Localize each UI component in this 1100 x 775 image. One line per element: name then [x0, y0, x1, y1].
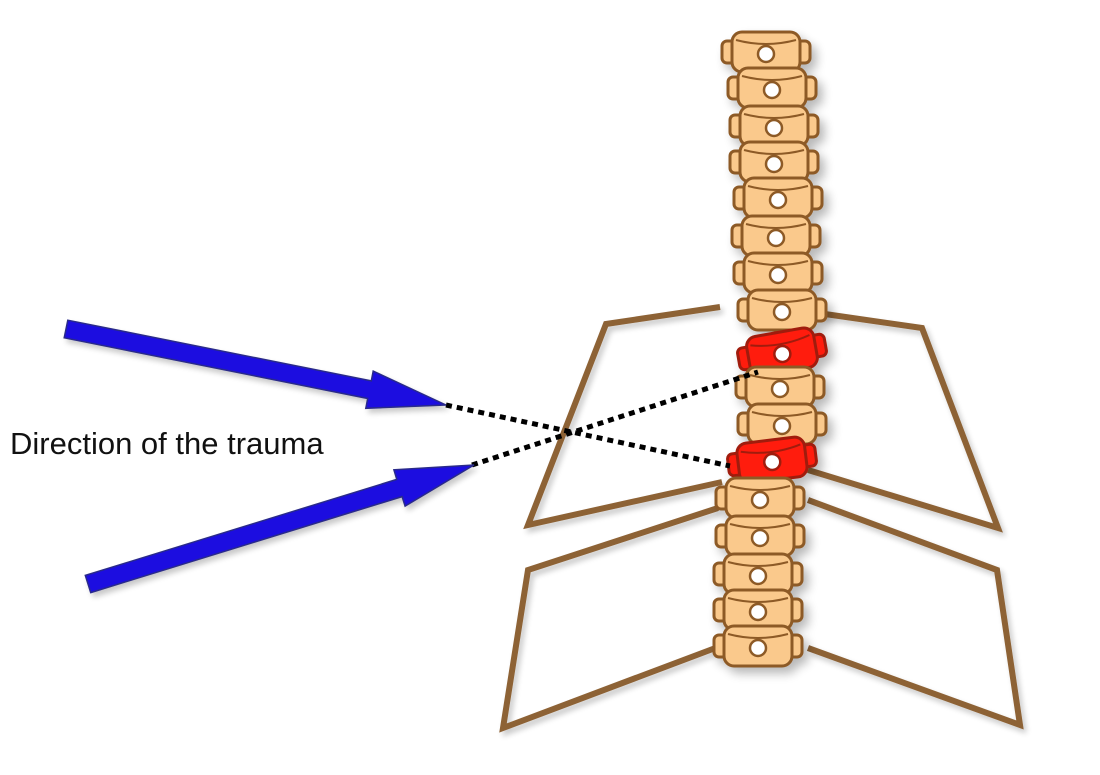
vertebra — [736, 288, 828, 332]
spinal-canal-hole — [750, 490, 770, 510]
lower-left-rib — [499, 505, 728, 733]
upper-trauma-arrow blue-arrow-icon — [63, 319, 447, 410]
vertebra-rim — [729, 485, 791, 491]
vertebra — [730, 214, 822, 258]
vertebra — [712, 552, 804, 596]
vertebra-rim — [749, 374, 811, 380]
vertebra — [714, 476, 806, 520]
upper-trajectory-line — [445, 402, 731, 469]
vertebra-rim — [735, 39, 797, 45]
vertebra-rim — [729, 523, 791, 529]
spinal-canal-hole — [756, 44, 776, 64]
vertebra — [728, 140, 820, 184]
spinal-canal-hole — [766, 228, 786, 248]
spinal-canal-hole — [748, 638, 768, 658]
vertebra — [732, 176, 824, 220]
vertebra-rim — [741, 75, 803, 81]
injured-vertebra — [736, 326, 828, 378]
spinal-canal-hole — [772, 416, 792, 436]
vertebra-rim — [751, 297, 813, 303]
vertebra-rim — [750, 334, 810, 347]
upper-right-rib — [807, 310, 1003, 533]
vertebra-rim — [743, 113, 805, 119]
upper-left-rib — [523, 304, 723, 530]
vertebra — [736, 402, 828, 446]
spinal-canal-hole — [770, 379, 790, 399]
trauma-arrows — [63, 319, 475, 594]
spinal-column — [712, 30, 828, 668]
rib-cage — [499, 304, 1024, 733]
vertebra — [732, 251, 824, 295]
vertebra-rim — [727, 633, 789, 639]
lower-right-rib — [806, 497, 1024, 730]
vertebra — [712, 588, 804, 632]
vertebra-rim — [747, 185, 809, 191]
vertebra-rim — [745, 223, 807, 229]
vertebra-rim — [743, 149, 805, 155]
vertebra — [728, 104, 820, 148]
lower-trauma-arrow blue-arrow-icon — [84, 464, 475, 594]
trauma-direction-label: Direction of the trauma — [10, 426, 324, 461]
spinal-canal-hole — [750, 528, 770, 548]
injured-vertebra — [726, 435, 818, 485]
spinal-canal-hole — [768, 190, 788, 210]
spinal-canal-hole — [748, 566, 768, 586]
vertebra — [734, 365, 826, 409]
vertebra-rim — [751, 411, 813, 417]
spinal-canal-hole — [764, 118, 784, 138]
trauma-trajectories — [445, 369, 759, 469]
spinal-canal-hole — [748, 602, 768, 622]
vertebra — [726, 66, 818, 110]
vertebra — [714, 514, 806, 558]
vertebra — [720, 30, 812, 74]
vertebra-rim — [747, 260, 809, 266]
spinal-canal-hole — [762, 452, 782, 472]
spinal-canal-hole — [764, 154, 784, 174]
vertebra — [712, 624, 804, 668]
spinal-canal-hole — [768, 265, 788, 285]
vertebra-rim — [727, 597, 789, 603]
spinal-canal-hole — [772, 302, 792, 322]
spinal-canal-hole — [762, 80, 782, 100]
vertebra-rim — [727, 561, 789, 567]
vertebra-rim — [740, 443, 801, 454]
spinal-canal-hole — [773, 344, 792, 364]
